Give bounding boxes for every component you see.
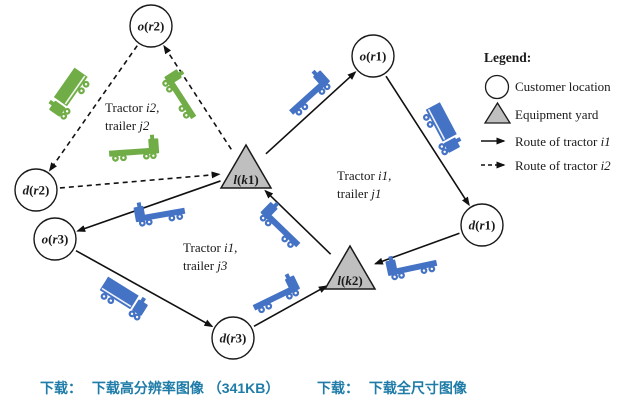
customer-location-node-d(r2): d(r2): [14, 168, 58, 212]
legend-title: Legend:: [484, 50, 531, 65]
customer-location-node-d(r1): d(r1): [460, 203, 504, 247]
download-group-highres: 下载： 下载高分辨率图像 （341KB）: [40, 378, 279, 398]
node-label: l(k1): [233, 172, 258, 187]
route-edge-o_r2-to-d_r2-dashed: [48, 45, 138, 172]
legend-item-triangle: Equipment yard: [483, 101, 599, 124]
node-label: o(r2): [138, 19, 165, 34]
node-label: o(r1): [360, 49, 387, 64]
customer-location-node-o(r2): o(r2): [129, 4, 173, 48]
legend-item-label: Route of tractor i2: [515, 158, 611, 173]
customer-location-node-o(r3): o(r3): [33, 217, 77, 261]
download-bar: 下载： 下载高分辨率图像 （341KB） 下载： 下载全尺寸图像: [0, 378, 639, 402]
equipment-yard-node-l(k1): l(k1): [219, 143, 273, 189]
node-label: l(k2): [337, 273, 362, 288]
route-edge-l_k1-to-o_r3-solid: [76, 180, 221, 232]
route-edge-l_k2-to-l_k1-solid: [264, 189, 332, 255]
node-label: d(r1): [469, 218, 496, 233]
label-tractor-i2-trailer-j2: Tractor i2,trailer j2: [105, 100, 159, 133]
customer-location-node-d(r3): d(r3): [211, 316, 255, 360]
legend-item-label: Route of tractor i1: [515, 134, 611, 149]
legend-item-dashed-arrow: Route of tractor i2: [481, 158, 611, 173]
truck-icon-blue-flat: [385, 255, 438, 281]
route-edge-l_k1-to-o_r2-dashed: [163, 44, 232, 150]
customer-location-node-o(r1): o(r1): [351, 34, 395, 78]
truck-icon-green-flat: [162, 69, 197, 120]
download-prefix-label: 下载：: [317, 380, 359, 396]
download-group-fullsize: 下载： 下载全尺寸图像: [317, 378, 467, 398]
routing-diagram: o(r2) d(r2) o(r1) d(r1) o(r3) d(r3) l(k1) l(k2)…: [14, 4, 611, 360]
route-edge-d_r2-to-l_k1-dashed: [59, 171, 221, 189]
truck-icon-green-loaded: [48, 67, 90, 120]
label-tractor-i1-trailer-j1: Tractor i1,trailer j1: [337, 168, 391, 201]
truck-icon-blue-loaded: [422, 102, 462, 156]
route-edge-l_k1-to-o_r1-solid: [265, 71, 357, 155]
legend-item-solid-arrow: Route of tractor i1: [481, 134, 611, 149]
legend-item-circle: Customer location: [484, 74, 611, 100]
truck-icon-blue-flat: [252, 273, 300, 314]
node-label: d(r2): [23, 183, 50, 198]
route-edge-d_r1-to-l_k2-solid: [373, 232, 460, 265]
route-edge-d_r3-to-l_k2-solid: [253, 285, 328, 328]
equipment-yard-node-l(k2): l(k2): [323, 244, 377, 290]
truck-icon-green-flat: [108, 134, 160, 162]
route-edge-o_r1-to-d_r1-solid: [385, 75, 470, 207]
truck-icon-blue-flat: [289, 69, 331, 116]
route-edge-o_r3-to-d_r3-solid: [75, 249, 214, 328]
truck-icon-blue-flat: [133, 202, 186, 227]
truck-icon-blue-loaded: [99, 276, 148, 321]
label-tractor-i1-trailer-j3: Tractor i1,trailer j3: [183, 240, 237, 273]
legend-item-label: Equipment yard: [515, 107, 599, 122]
node-label: d(r3): [220, 331, 247, 346]
download-highres-link[interactable]: 下载高分辨率图像 （341KB）: [91, 380, 280, 396]
truck-icon-blue-flat: [259, 201, 301, 248]
node-label: o(r3): [42, 232, 69, 247]
legend-item-label: Customer location: [515, 79, 611, 94]
download-fullsize-link[interactable]: 下载全尺寸图像: [368, 380, 467, 396]
download-prefix-label: 下载：: [40, 380, 82, 396]
